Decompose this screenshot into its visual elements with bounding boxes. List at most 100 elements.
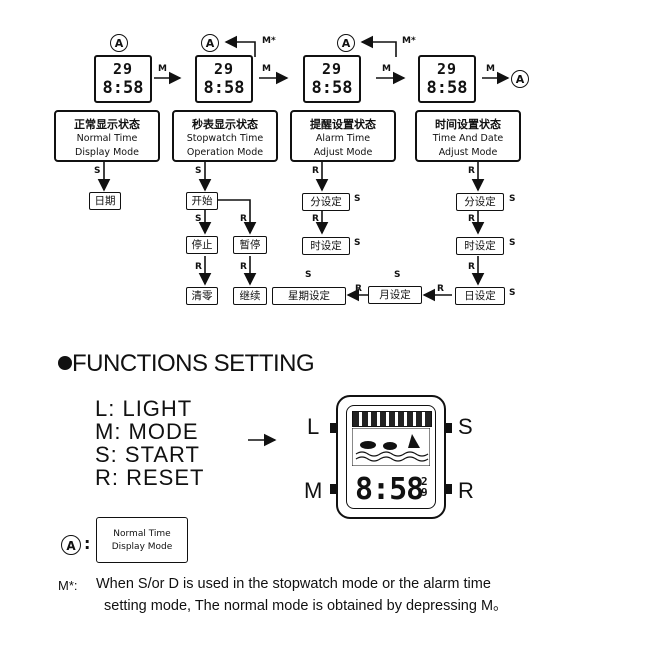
reset-button-label: R bbox=[458, 478, 474, 503]
s-button-label: S bbox=[509, 194, 516, 204]
mode-title-en: Stopwatch Time bbox=[186, 133, 264, 144]
mode-title-zh: 正常显示状态 bbox=[74, 118, 140, 131]
segment-bar bbox=[352, 411, 432, 427]
r-button-label: R bbox=[240, 262, 247, 272]
lcd-seconds: 29 bbox=[112, 60, 134, 78]
s-button-label: S bbox=[94, 166, 101, 176]
function-legend-item: M: MODE bbox=[95, 419, 199, 444]
mode-title-en: Adjust Mode bbox=[313, 147, 373, 158]
stop-state-box: 停止 bbox=[186, 236, 218, 254]
functions-heading: FUNCTIONS SETTING bbox=[72, 350, 315, 377]
lcd-time: 8:58 bbox=[311, 78, 353, 98]
r-button-label: R bbox=[468, 262, 475, 272]
weekday-set-box: 星期设定 bbox=[272, 287, 346, 305]
pause-state-box: 暂停 bbox=[233, 236, 267, 254]
r-button-label: R bbox=[355, 284, 362, 294]
mode-title-en: Display Mode bbox=[75, 147, 139, 158]
lcd-time: 8:58 bbox=[203, 78, 245, 98]
mode-arrow-label: M bbox=[158, 64, 167, 74]
lcd-time: 8:58 bbox=[426, 78, 468, 98]
s-button-label: S bbox=[509, 288, 516, 298]
s-button-label: S bbox=[195, 214, 202, 224]
footnote-line: When S/or D is used in the stopwatch mod… bbox=[96, 576, 491, 592]
month-set-box: 月设定 bbox=[368, 286, 422, 304]
watch-screen: 8:58 29 bbox=[346, 405, 436, 509]
lcd-seconds: 29 bbox=[213, 60, 235, 78]
s-button-label: S bbox=[354, 238, 361, 248]
normal-mode-marker-icon: A bbox=[201, 34, 219, 52]
mode-arrow-label: M bbox=[486, 64, 495, 74]
mode-title-en: Normal Time bbox=[76, 133, 138, 144]
legend-line: Normal Time bbox=[113, 529, 171, 539]
legend-colon: : bbox=[84, 534, 91, 553]
mode-return-label: M* bbox=[402, 36, 416, 46]
day-set-box: 日设定 bbox=[455, 287, 505, 305]
lcd-display: 29 8:58 bbox=[94, 55, 152, 103]
mode-title-zh: 秒表显示状态 bbox=[192, 118, 258, 131]
lcd-seconds: 29 bbox=[436, 60, 458, 78]
light-button-label: L bbox=[307, 414, 320, 439]
footnote-marker: M*: bbox=[58, 578, 78, 593]
r-button-label: R bbox=[468, 214, 475, 224]
legend-line: Display Mode bbox=[111, 542, 173, 552]
start-button-label: S bbox=[458, 414, 473, 439]
legend-normal-mode-box: Normal Time Display Mode bbox=[96, 517, 188, 563]
mode-title-en: Operation Mode bbox=[186, 147, 264, 158]
clear-state-box: 清零 bbox=[186, 287, 218, 305]
watch-time: 8:58 bbox=[355, 472, 424, 507]
r-button-label: R bbox=[240, 214, 247, 224]
resume-state-box: 继续 bbox=[233, 287, 267, 305]
normal-mode-marker-icon: A bbox=[61, 535, 81, 555]
lcd-time: 8:58 bbox=[102, 78, 144, 98]
mode-arrow-label: M bbox=[262, 64, 271, 74]
mode-button[interactable] bbox=[330, 484, 336, 494]
start-button[interactable] bbox=[446, 423, 452, 433]
normal-mode-marker-icon: A bbox=[337, 34, 355, 52]
r-button-label: R bbox=[312, 166, 319, 176]
mode-button-label: M bbox=[304, 478, 323, 503]
lcd-display: 29 8:58 bbox=[195, 55, 253, 103]
s-button-label: S bbox=[509, 238, 516, 248]
time-hour-set-box: 时设定 bbox=[456, 237, 504, 255]
function-legend-item: R: RESET bbox=[95, 465, 205, 490]
time-minute-set-box: 分设定 bbox=[456, 193, 504, 211]
mode-title-en: Time And Date bbox=[432, 133, 504, 144]
r-button-label: R bbox=[195, 262, 202, 272]
time-date-adjust-mode-box: 时间设置状态 Time And Date Adjust Mode bbox=[415, 110, 521, 162]
footnote-line: setting mode, The normal mode is obtaine… bbox=[104, 598, 508, 614]
alarm-adjust-mode-box: 提醒设置状态 Alarm Time Adjust Mode bbox=[290, 110, 396, 162]
stopwatch-mode-box: 秒表显示状态 Stopwatch Time Operation Mode bbox=[172, 110, 278, 162]
mode-title-en: Adjust Mode bbox=[438, 147, 498, 158]
mode-arrow-label: M bbox=[382, 64, 391, 74]
function-legend-item: S: START bbox=[95, 442, 200, 467]
mode-title-zh: 时间设置状态 bbox=[435, 118, 501, 131]
lcd-display: 29 8:58 bbox=[303, 55, 361, 103]
lcd-display: 29 8:58 bbox=[418, 55, 476, 103]
s-button-label: S bbox=[305, 270, 312, 280]
r-button-label: R bbox=[468, 166, 475, 176]
normal-mode-marker-icon: A bbox=[110, 34, 128, 52]
s-button-label: S bbox=[354, 194, 361, 204]
mode-title-en: Alarm Time bbox=[315, 133, 371, 144]
watch-seconds: 29 bbox=[421, 475, 428, 499]
bullet-icon bbox=[58, 356, 72, 370]
normal-mode-marker-icon: A bbox=[511, 70, 529, 88]
r-button-label: R bbox=[437, 284, 444, 294]
sport-scene-icon bbox=[352, 428, 430, 466]
light-button[interactable] bbox=[330, 423, 336, 433]
alarm-minute-set-box: 分设定 bbox=[302, 193, 350, 211]
s-button-label: S bbox=[394, 270, 401, 280]
lcd-seconds: 29 bbox=[321, 60, 343, 78]
normal-time-mode-box: 正常显示状态 Normal Time Display Mode bbox=[54, 110, 160, 162]
function-legend-item: L: LIGHT bbox=[95, 396, 193, 421]
alarm-hour-set-box: 时设定 bbox=[302, 237, 350, 255]
mode-return-label: M* bbox=[262, 36, 276, 46]
mode-title-zh: 提醒设置状态 bbox=[310, 118, 376, 131]
r-button-label: R bbox=[312, 214, 319, 224]
s-button-label: S bbox=[195, 166, 202, 176]
start-state-box: 开始 bbox=[186, 192, 218, 210]
reset-button[interactable] bbox=[446, 484, 452, 494]
watch-illustration: 8:58 29 bbox=[336, 395, 446, 519]
date-state-box: 日期 bbox=[89, 192, 121, 210]
